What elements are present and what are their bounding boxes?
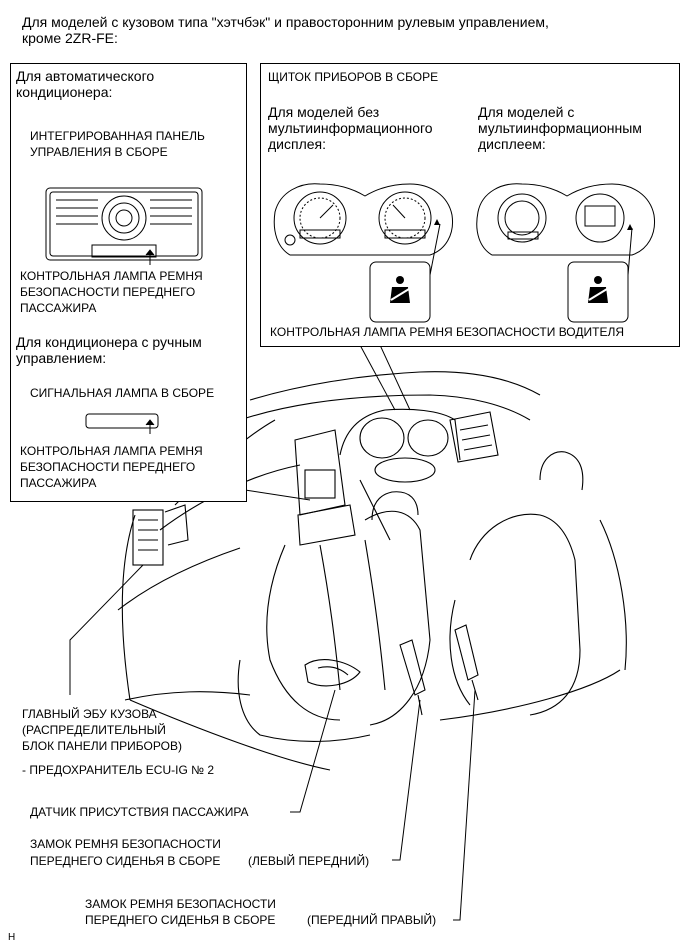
- mid-label-1: Для моделей с: [478, 104, 575, 120]
- passenger-lamp-b-label-3: ПАССАЖИРА: [20, 476, 97, 490]
- passenger-lamp-b-label-2: БЕЗОПАСНОСТИ ПЕРЕДНЕГО: [20, 460, 196, 474]
- header-line-2: кроме 2ZR-FE:: [22, 30, 118, 46]
- ecu-label-2: (РАСПРЕДЕЛИТЕЛЬНЫЙ: [22, 723, 166, 737]
- header-line-1: Для моделей с кузовом типа "хэтчбэк" и п…: [22, 14, 549, 30]
- passenger-lamp-b-label-1: КОНТРОЛЬНАЯ ЛАМПА РЕМНЯ: [20, 444, 203, 458]
- buckle-right-label-2: ПЕРЕДНЕГО СИДЕНЬЯ В СБОРЕ: [85, 913, 276, 927]
- passenger-lamp-a-label-3: ПАССАЖИРА: [20, 301, 97, 315]
- signal-lamp-label: СИГНАЛЬНАЯ ЛАМПА В СБОРЕ: [30, 386, 215, 400]
- buckle-left-label-1: ЗАМОК РЕМНЯ БЕЗОПАСНОСТИ: [30, 837, 221, 851]
- no-mid-label-1: Для моделей без: [268, 104, 380, 120]
- buckle-left-label-2: ПЕРЕДНЕГО СИДЕНЬЯ В СБОРЕ: [30, 854, 221, 868]
- integrated-panel-label-1: ИНТЕГРИРОВАННАЯ ПАНЕЛЬ: [30, 129, 205, 143]
- buckle-left-label-3: (ЛЕВЫЙ ПЕРЕДНИЙ): [248, 854, 370, 868]
- auto-ac-title-2: кондиционера:: [16, 84, 113, 100]
- driver-lamp-label: КОНТРОЛЬНАЯ ЛАМПА РЕМНЯ БЕЗОПАСНОСТИ ВОД…: [270, 325, 625, 339]
- cluster-title: ЩИТОК ПРИБОРОВ В СБОРЕ: [268, 70, 439, 84]
- no-mid-label-3: дисплея:: [268, 136, 326, 152]
- mid-label-3: дисплеем:: [478, 136, 546, 152]
- ecu-label-1: ГЛАВНЫЙ ЭБУ КУЗОВА: [22, 707, 157, 721]
- manual-ac-title-2: управлением:: [16, 350, 107, 366]
- buckle-right-label-1: ЗАМОК РЕМНЯ БЕЗОПАСНОСТИ: [85, 897, 276, 911]
- figure-code: H: [8, 932, 16, 943]
- buckle-right-label-3: (ПЕРЕДНИЙ ПРАВЫЙ): [307, 913, 437, 927]
- mid-label-2: мультиинформационным: [478, 120, 642, 136]
- integrated-panel-label-2: УПРАВЛЕНИЯ В СБОРЕ: [30, 145, 168, 159]
- passenger-lamp-a-label-2: БЕЗОПАСНОСТИ ПЕРЕДНЕГО: [20, 285, 196, 299]
- automatic-ac-callout-box: [10, 63, 247, 502]
- auto-ac-title-1: Для автоматического: [16, 68, 155, 84]
- fuse-label: - ПРЕДОХРАНИТЕЛЬ ECU-IG № 2: [22, 763, 215, 777]
- passenger-lamp-a-label-1: КОНТРОЛЬНАЯ ЛАМПА РЕМНЯ: [20, 269, 203, 283]
- occupant-sensor-label: ДАТЧИК ПРИСУТСТВИЯ ПАССАЖИРА: [30, 805, 249, 819]
- manual-ac-title-1: Для кондиционера с ручным: [16, 334, 202, 350]
- ecu-label-3: БЛОК ПАНЕЛИ ПРИБОРОВ): [22, 739, 182, 753]
- no-mid-label-2: мультиинформационного: [268, 120, 433, 136]
